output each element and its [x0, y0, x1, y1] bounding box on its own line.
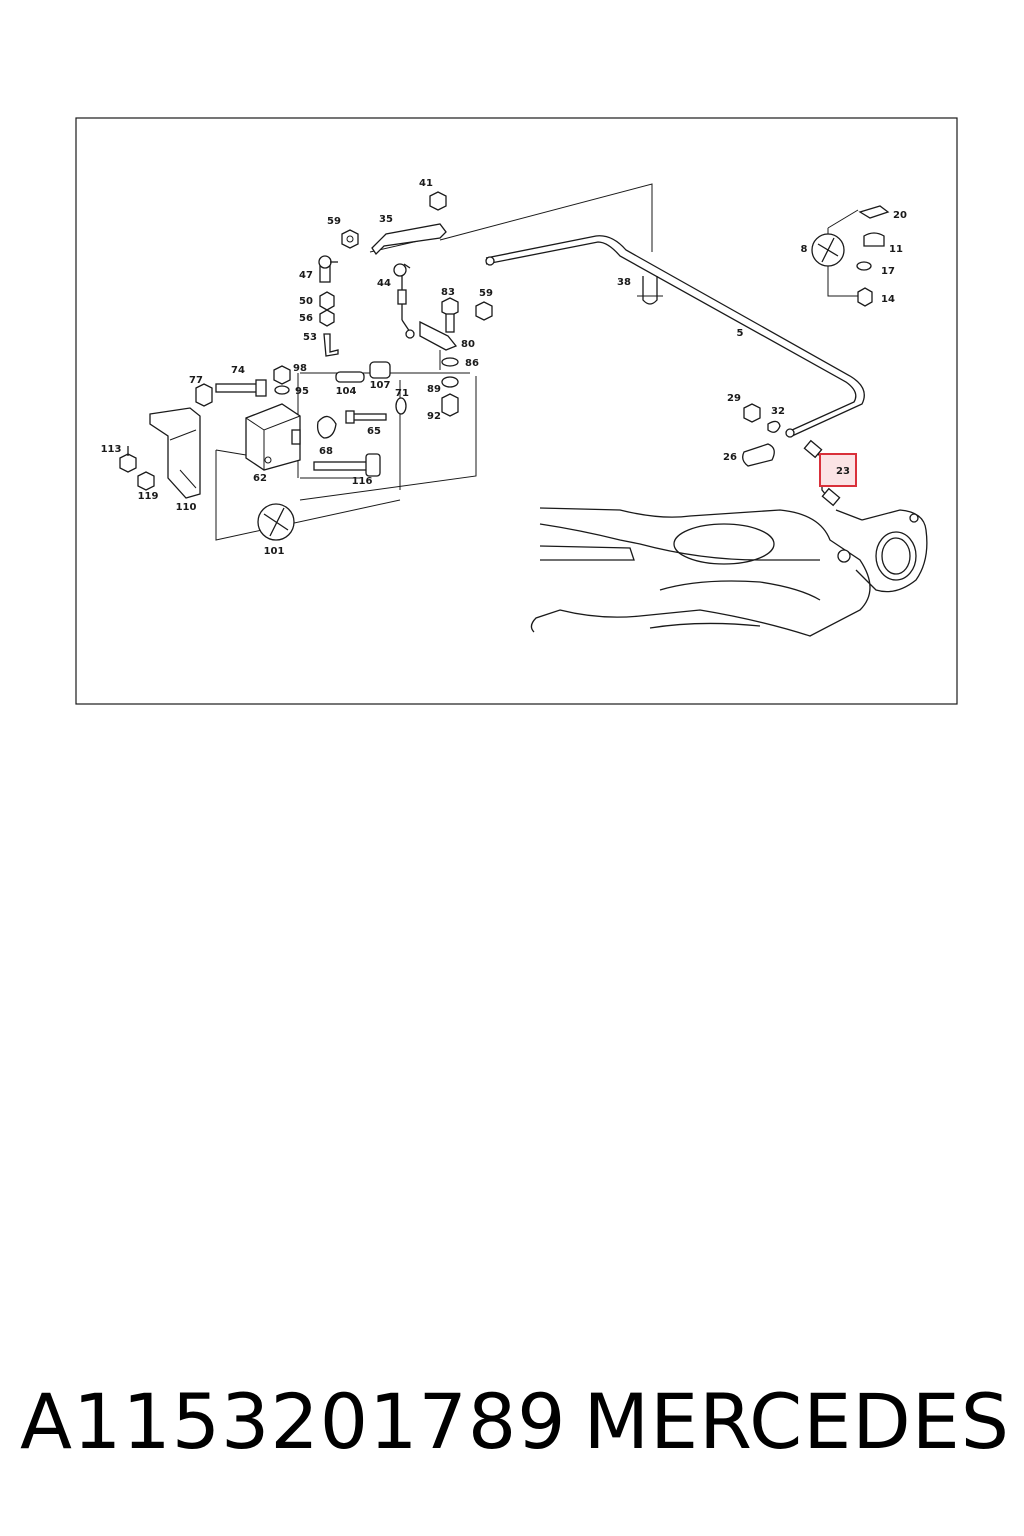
callout-38: 38	[617, 277, 631, 288]
control-arm	[530, 507, 928, 637]
callout-59b: 59	[479, 288, 493, 299]
callout-71: 71	[395, 388, 409, 399]
bushing-26	[742, 443, 775, 467]
callout-labels: 41 59 35 20 8 11 17 14 47 44 83 59 50 56…	[101, 178, 907, 557]
diagram-frame	[75, 117, 958, 705]
callout-53: 53	[303, 332, 317, 343]
callout-44: 44	[377, 278, 391, 289]
callout-17: 17	[881, 266, 895, 277]
callout-98: 98	[293, 363, 307, 374]
callout-107: 107	[370, 380, 391, 391]
parts-diagram: 41 59 35 20 8 11 17 14 47 44 83 59 50 56…	[75, 117, 958, 705]
callout-47: 47	[299, 270, 313, 281]
callout-8: 8	[801, 244, 808, 255]
callout-50: 50	[299, 296, 313, 307]
callout-68: 68	[319, 446, 333, 457]
module-62	[245, 403, 301, 471]
callout-5: 5	[737, 328, 744, 339]
callout-86: 86	[465, 358, 479, 369]
callout-26: 26	[723, 452, 737, 463]
callout-65: 65	[367, 426, 381, 437]
u-bolt	[642, 276, 658, 305]
callout-83: 83	[441, 287, 455, 298]
bolt-74	[215, 379, 267, 397]
bracket-110	[149, 407, 201, 499]
plate-80	[419, 320, 458, 351]
callout-77: 77	[189, 375, 203, 386]
bolt-83	[441, 297, 459, 333]
ball-joint-47	[318, 255, 338, 283]
callout-113: 113	[101, 444, 122, 455]
bushing-104	[335, 371, 365, 383]
callout-101: 101	[264, 546, 285, 557]
callout-92: 92	[427, 411, 441, 422]
brand-name: MERCEDES	[583, 1376, 1010, 1466]
callout-29: 29	[727, 393, 741, 404]
callout-74: 74	[231, 365, 245, 376]
highlight-callout-23[interactable]	[819, 453, 857, 487]
callout-32: 32	[771, 406, 785, 417]
callout-110: 110	[176, 502, 197, 513]
callout-11: 11	[889, 244, 903, 255]
callout-116: 116	[352, 476, 373, 487]
callout-119: 119	[138, 491, 159, 502]
callout-89: 89	[427, 384, 441, 395]
callout-23: 23	[836, 466, 850, 477]
callout-95: 95	[295, 386, 309, 397]
bracket-35	[371, 223, 447, 256]
callout-62: 62	[253, 473, 267, 484]
callout-59: 59	[327, 216, 341, 227]
bolt-116	[313, 461, 371, 471]
callout-14: 14	[881, 294, 895, 305]
bushing-107	[369, 361, 391, 379]
caption: A1153201789 MERCEDES	[20, 1366, 1010, 1476]
nut-59	[341, 229, 359, 249]
callout-35: 35	[379, 214, 393, 225]
part-number: A1153201789	[20, 1376, 567, 1466]
link-44	[393, 263, 415, 339]
callout-104: 104	[336, 386, 357, 397]
bolt-65	[349, 413, 387, 421]
callout-80: 80	[461, 339, 475, 350]
stabilizer-bar	[485, 235, 865, 437]
callout-41: 41	[419, 178, 433, 189]
callout-56: 56	[299, 313, 313, 324]
leader-lines	[215, 183, 859, 541]
callout-20: 20	[893, 210, 907, 221]
